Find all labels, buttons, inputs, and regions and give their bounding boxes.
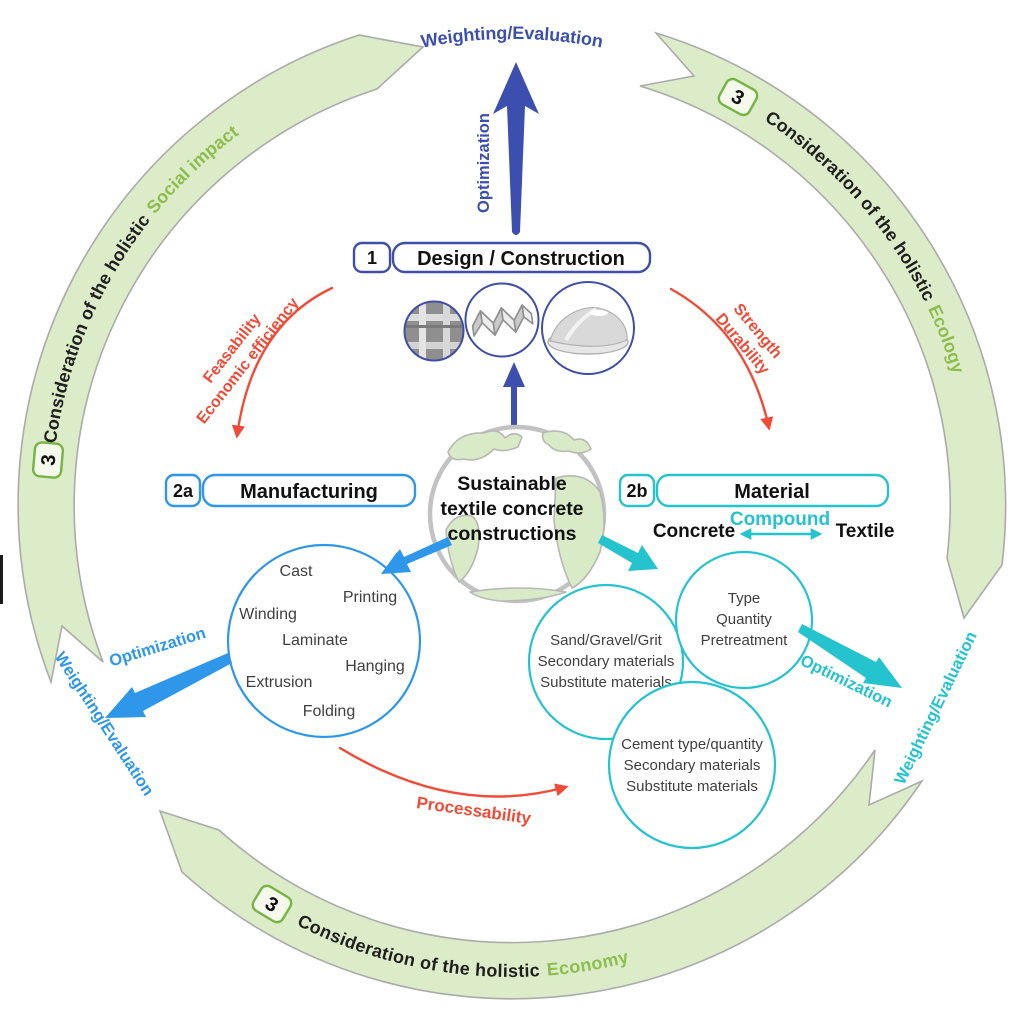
method-cast: Cast (280, 563, 313, 580)
svg-text:Weighting/Evaluation: Weighting/Evaluation (51, 649, 157, 799)
optimization-left-label: Optimization (107, 624, 208, 670)
weighting-evaluation-top: Weighting/Evaluation (419, 23, 604, 52)
aggregates-line3: Substitute materials (540, 674, 672, 691)
strength-durability-arrow: Strength Durability (669, 287, 785, 431)
design-grid-image (403, 300, 465, 362)
compound-row: Concrete Compound Textile (653, 509, 895, 542)
design-step: 1 Design / Construction (352, 241, 652, 274)
aggregates-line1: Sand/Gravel/Grit (550, 632, 663, 649)
textile-label: Textile (836, 521, 895, 542)
diagram-title-line2: textile concrete (440, 498, 583, 520)
globe-to-design-arrow (503, 362, 525, 427)
manufacturing-methods-circle: Cast Printing Winding Laminate Hanging E… (226, 543, 422, 739)
concrete-label: Concrete (653, 521, 735, 542)
design-shell-image (541, 281, 635, 375)
method-printing: Printing (343, 589, 397, 606)
ring-badge-social-number: 3 (38, 454, 61, 467)
material-step: 2b Material (618, 473, 890, 508)
optimization-arrow-left: Optimization (105, 624, 232, 718)
method-folding: Folding (303, 703, 355, 720)
compound-label: Compound (730, 509, 830, 530)
material-circle-textile: Type Quantity Pretreatment (674, 550, 814, 690)
optimization-arrow-right: Optimization (797, 624, 902, 711)
ring-segment-economy (158, 749, 925, 1000)
optimization-arrow-top: Optimization (475, 62, 539, 235)
processability-label: Processability (415, 793, 532, 828)
feasability-arrow: Feasability Economic efficiency (194, 286, 334, 439)
svg-text:Weighting/Evaluation: Weighting/Evaluation (891, 629, 981, 787)
method-laminate: Laminate (282, 632, 348, 649)
processability-arrow: Processability (338, 746, 569, 828)
manufacturing-step-number: 2a (173, 481, 194, 501)
cement-line3: Substitute materials (626, 778, 758, 795)
method-hanging: Hanging (345, 658, 405, 675)
material-step-number: 2b (626, 481, 647, 501)
globe-to-material-arrow (598, 535, 658, 571)
ring-badge-economy: 3 (251, 884, 293, 924)
diagram-title-line3: constructions (448, 523, 577, 545)
optimization-top-label: Optimization (475, 113, 493, 213)
ring-segment-ecology (639, 31, 1007, 620)
material-circle-cement: Cement type/quantity Secondary materials… (607, 680, 777, 850)
diagram-title-line1: Sustainable (457, 473, 567, 495)
earth-globe: Sustainable textile concrete constructio… (427, 424, 607, 604)
method-winding: Winding (239, 606, 297, 623)
globe-to-manufacturing-arrow-body (381, 537, 452, 574)
method-extrusion: Extrusion (246, 674, 313, 691)
ring-segment-social-impact (17, 34, 425, 685)
aggregates-line2: Secondary materials (538, 653, 675, 670)
design-folded-plate-image (464, 282, 540, 358)
design-step-number: 1 (367, 248, 377, 268)
textile-line2: Quantity (716, 611, 772, 628)
manufacturing-step-label: Manufacturing (240, 481, 378, 503)
textile-line3: Pretreatment (701, 632, 789, 649)
cement-line1: Cement type/quantity (621, 736, 763, 753)
design-step-label: Design / Construction (417, 248, 625, 270)
material-step-label: Material (734, 481, 810, 503)
ring-badge-social: 3 (31, 441, 65, 479)
weighting-evaluation-bottom-left: Weighting/Evaluation (51, 649, 157, 799)
manufacturing-step: 2a Manufacturing (164, 473, 417, 508)
cement-line2: Secondary materials (624, 757, 761, 774)
ring-badge-ecology: 3 (717, 77, 759, 117)
weighting-evaluation-bottom-right: Weighting/Evaluation (891, 629, 981, 787)
textile-line1: Type (728, 590, 761, 607)
